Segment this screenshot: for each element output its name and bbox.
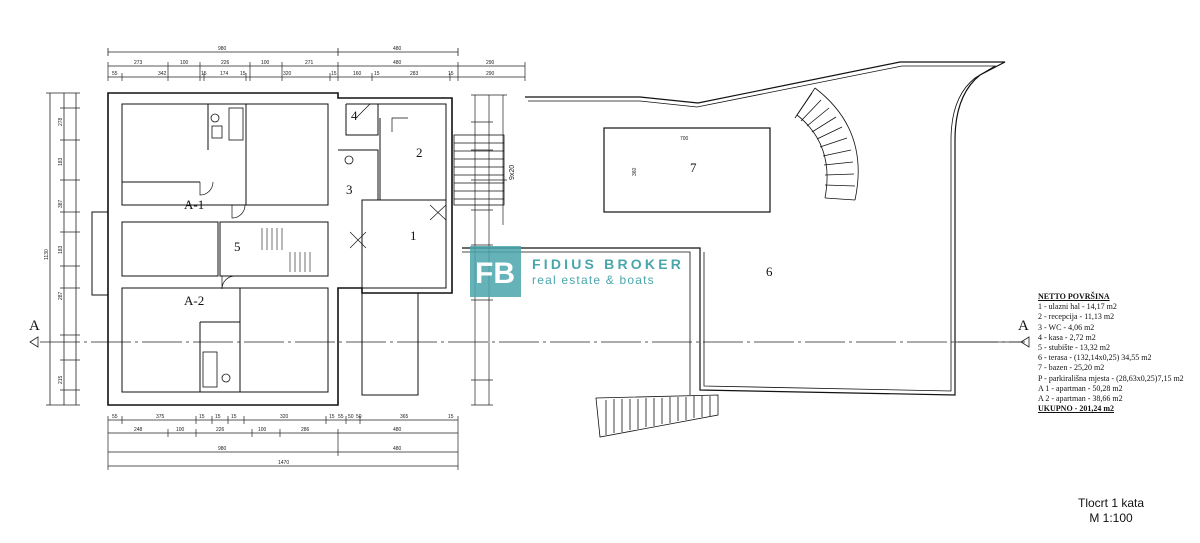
dim-left-4: 287 <box>58 291 64 300</box>
legend-item: 6 - terasa - (132,14x0,25) 34,55 m2 <box>1038 353 1152 363</box>
dim-top2-4: 271 <box>305 60 314 66</box>
dim-top-480: 480 <box>393 46 402 52</box>
dim-left-1: 183 <box>58 157 64 166</box>
legend-item: 2 - recepcija - 11,13 m2 <box>1038 312 1115 322</box>
dim-bot1-9: 50 <box>356 414 362 420</box>
dim-bottom-total: 1470 <box>278 460 289 466</box>
dim-bot1-4: 15 <box>231 414 237 420</box>
curved-stair <box>794 87 859 201</box>
section-arrows <box>29 336 1030 348</box>
exterior-stair-lower <box>595 394 719 438</box>
dim-top-980: 980 <box>218 46 227 52</box>
legend-total: UKUPNO - 201,24 m2 <box>1038 404 1114 414</box>
dim-left-0: 278 <box>58 117 64 126</box>
dim-bot1-7: 55 <box>338 414 344 420</box>
dim-top3-8: 15 <box>374 71 380 77</box>
interior-stairs <box>261 228 311 272</box>
legend-item: A 2 - apartman - 38,66 m2 <box>1038 394 1123 404</box>
legend-item: 4 - kasa - 2,72 m2 <box>1038 332 1096 342</box>
dim-top2-5: 480 <box>393 60 402 66</box>
room-label-6: 6 <box>766 264 773 279</box>
dim-bot1-11: 15 <box>448 414 454 420</box>
dim-bot1-0: 55 <box>112 414 118 420</box>
dim-top3-2: 15 <box>201 71 207 77</box>
dim-top2-2: 226 <box>221 60 230 66</box>
room-label-2: 2 <box>416 145 423 160</box>
legend-item: A 1 - apartman - 50,28 m2 <box>1038 383 1123 393</box>
dim-stair: 9x20 <box>509 165 516 180</box>
legend-item: 5 - stubište - 13,32 m2 <box>1038 343 1110 353</box>
dim-pool-height: 360 <box>632 167 638 176</box>
room-label-a1: A-1 <box>184 197 204 212</box>
dim-bot1-6: 15 <box>329 414 335 420</box>
dim-left-2: 387 <box>58 199 64 208</box>
drawing-caption: Tlocrt 1 kata M 1:100 <box>1068 496 1154 526</box>
dim-bot1-10: 365 <box>400 414 409 420</box>
dim-bot1-5: 320 <box>280 414 289 420</box>
drawing-title: Tlocrt 1 kata <box>1077 496 1145 510</box>
dim-top2-0: 273 <box>134 60 143 66</box>
door-swings <box>199 103 447 290</box>
brand-logo-mark: FB <box>470 246 521 297</box>
section-mark-right: A <box>1018 318 1029 334</box>
dim-bot1-8: 50 <box>348 414 354 420</box>
dim-bot1-3: 15 <box>215 414 221 420</box>
section-mark-left: A <box>29 318 40 334</box>
bathroom-fixtures <box>202 107 354 388</box>
legend-item: 3 - WC - 4,06 m2 <box>1038 322 1095 332</box>
brand-tagline: real estate & boats <box>532 273 655 287</box>
left-dimension-lines <box>46 92 80 406</box>
dim-bot2-4: 286 <box>301 427 310 433</box>
dim-top3-0: 55 <box>112 71 118 77</box>
balcony <box>361 293 419 396</box>
dim-top3-7: 160 <box>353 71 362 77</box>
dim-left-3: 183 <box>58 245 64 254</box>
dim-top3-10: 15 <box>448 71 454 77</box>
dim-bot2-2: 226 <box>216 427 225 433</box>
dim-top3-9: 283 <box>410 71 419 77</box>
top-dimension-lines <box>107 48 526 81</box>
dim-top3-4: 15 <box>240 71 246 77</box>
area-legend: NETTO POVRŠINA 1 - ulazni hal - 14,17 m2… <box>1038 292 1188 414</box>
dim-bot2-3: 100 <box>258 427 267 433</box>
dim-top3-3: 174 <box>220 71 229 77</box>
dim-left-5: 215 <box>58 375 64 384</box>
dim-top3-1: 342 <box>158 71 167 77</box>
dim-top2-6: 290 <box>486 60 495 66</box>
dim-top3-11: 290 <box>486 71 495 77</box>
brand-wordmark: FIDIUS BROKER real estate & boats <box>532 256 684 287</box>
dim-bot2-0: 248 <box>134 427 143 433</box>
brand-monogram: FB <box>475 257 515 290</box>
dim-top2-1: 100 <box>180 60 189 66</box>
dim-top3-6: 15 <box>331 71 337 77</box>
room-label-7: 7 <box>690 160 697 175</box>
dim-top3-5: 320 <box>283 71 292 77</box>
legend-item: 1 - ulazni hal - 14,17 m2 <box>1038 302 1117 312</box>
pool-outline <box>603 127 771 213</box>
dim-bot2-5: 480 <box>393 427 402 433</box>
dim-bot2-1: 100 <box>176 427 185 433</box>
room-label-4: 4 <box>351 108 358 123</box>
legend-title: NETTO POVRŠINA <box>1038 292 1110 301</box>
exterior-stair-upper <box>453 134 505 206</box>
room-label-1: 1 <box>410 228 417 243</box>
dim-bot1-1: 375 <box>156 414 165 420</box>
dim-bot3-0: 980 <box>218 446 227 452</box>
bottom-dimension-lines <box>107 416 459 470</box>
drawing-scale: M 1:100 <box>1089 511 1133 525</box>
legend-item: P - parkirališna mjesta - (28,63x0,25)7,… <box>1038 373 1184 383</box>
dim-bot1-2: 15 <box>199 414 205 420</box>
dim-pool-width: 700 <box>680 136 689 142</box>
legend-item: 7 - bazen - 25,20 m2 <box>1038 363 1105 373</box>
room-label-3: 3 <box>346 182 353 197</box>
dim-bot3-1: 480 <box>393 446 402 452</box>
dim-top2-3: 100 <box>261 60 270 66</box>
dim-left-total: 1130 <box>44 249 50 260</box>
room-label-a2: A-2 <box>184 293 204 308</box>
terrace-outline <box>462 61 1006 396</box>
room-label-5: 5 <box>234 239 241 254</box>
brand-name: FIDIUS BROKER <box>532 256 685 272</box>
